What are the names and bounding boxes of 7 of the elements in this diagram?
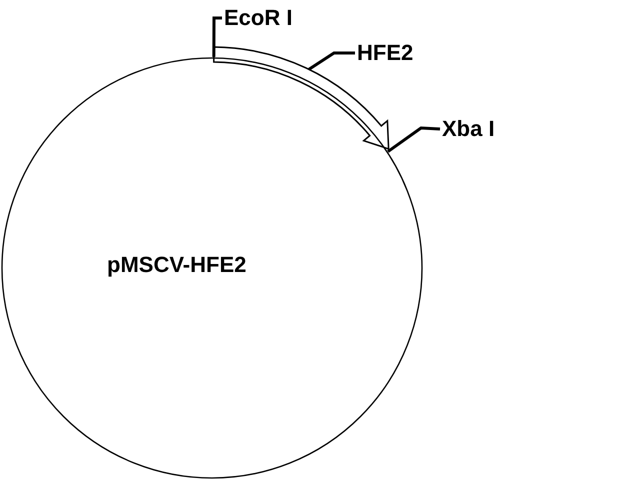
site-label: Xba I [442,115,495,143]
site-label: EcoR I [224,4,292,32]
leader-line [387,126,440,153]
leader-line [308,52,355,71]
plasmid-name: pMSCV-HFE2 [107,254,246,276]
site-label: HFE2 [357,39,414,67]
leader-line [212,16,222,58]
